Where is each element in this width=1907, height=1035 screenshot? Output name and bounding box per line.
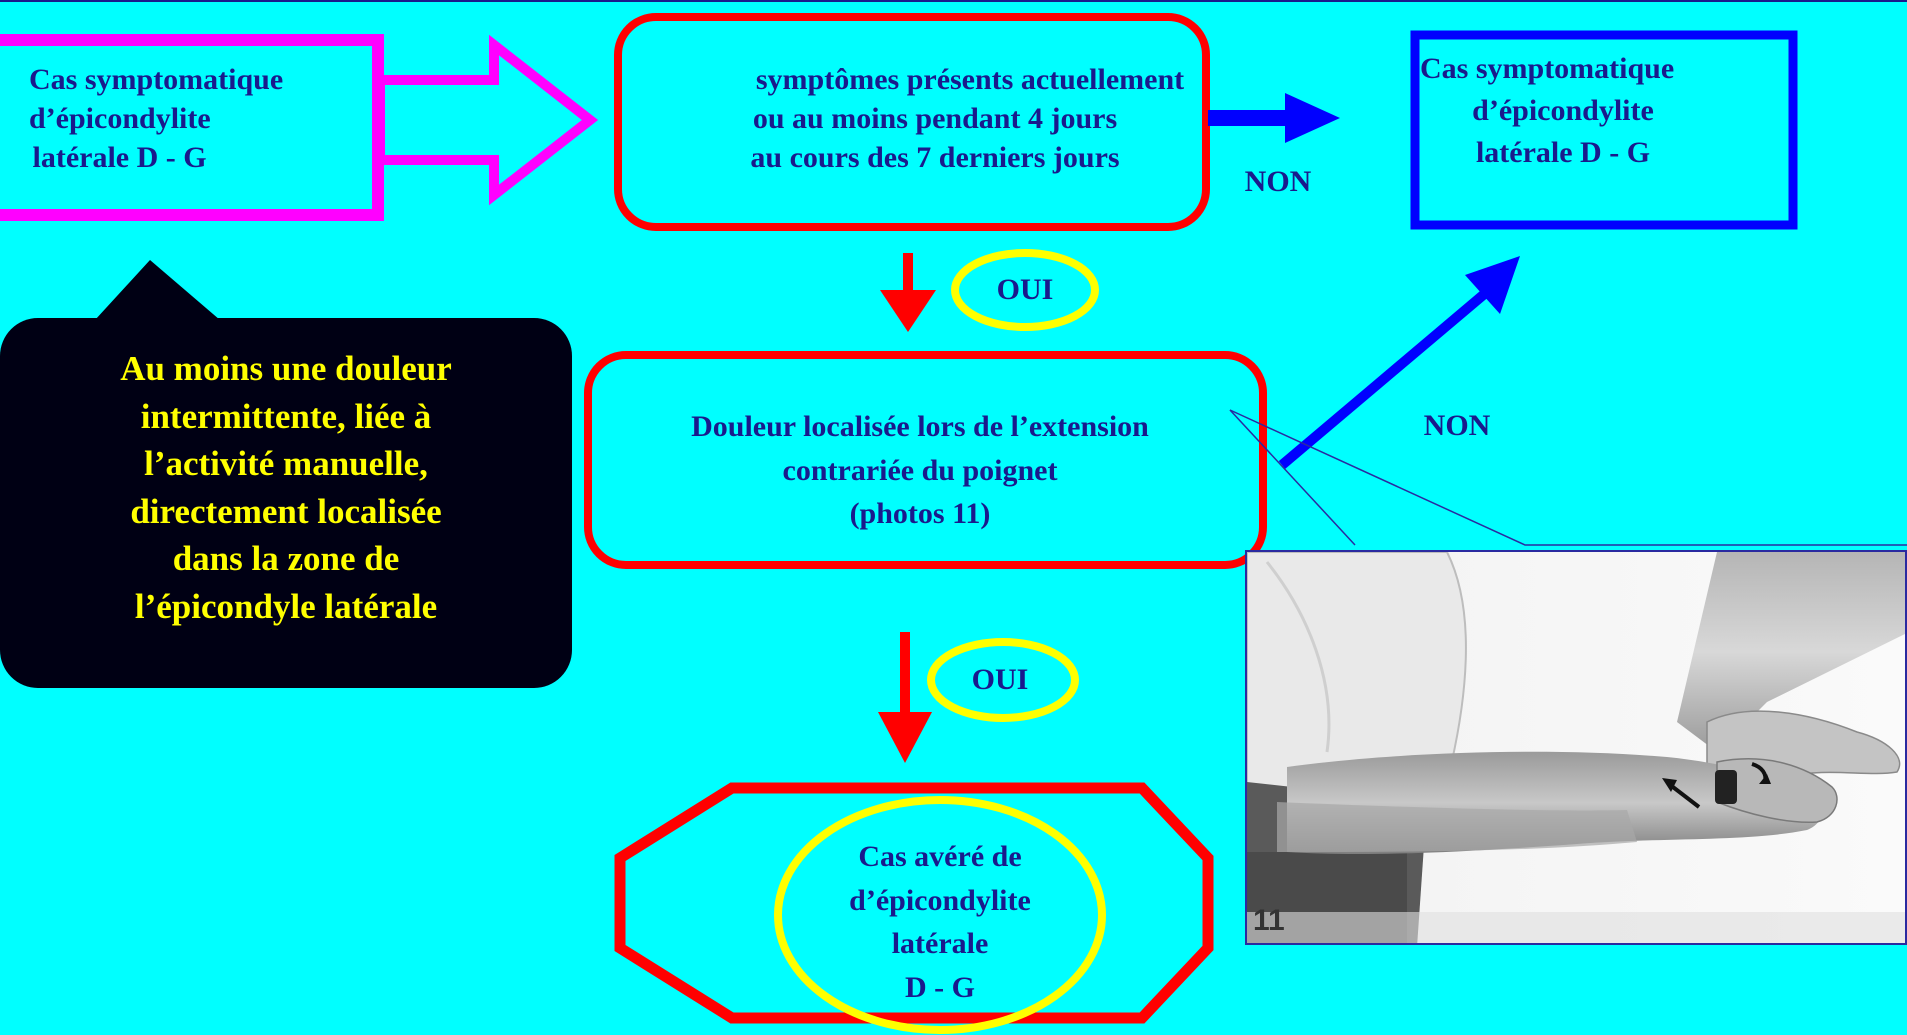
result-line-1: Cas symptomatique (1420, 52, 1675, 85)
callout-line-5: dans la zone de (172, 539, 400, 579)
q1-line-1: symptômes présents actuellement (755, 63, 1185, 96)
blue-arrow-diagonal-head (1465, 256, 1520, 314)
start-line-3: latérale D - G (25, 141, 207, 174)
label-oui-2: OUI (971, 663, 1029, 696)
callout-box (0, 318, 572, 688)
blue-arrow-right-shaft (1208, 110, 1288, 126)
final-ellipse (774, 796, 1106, 1034)
final-line-4: D - G (905, 970, 975, 1004)
q2-line-3: (photos 11) (849, 497, 991, 530)
hollow-arrow (375, 34, 599, 206)
q1-line-2: ou au moins pendant 4 jours (752, 102, 1118, 135)
blue-arrow-right-head (1285, 93, 1340, 143)
final-octagon (614, 782, 1214, 1024)
photo-callout-line-2 (1229, 409, 1907, 546)
callout-text: Au moins une douleur intermittente, liée… (20, 345, 552, 631)
label-oui-1: OUI (996, 273, 1054, 306)
callout-pointer (95, 260, 220, 320)
final-line-3: latérale (891, 927, 989, 960)
photo-illustration (1247, 552, 1905, 943)
callout-line-1: Au moins une douleur (120, 349, 452, 388)
label-non-2: NON (1423, 409, 1491, 442)
question-box-1 (614, 13, 1210, 231)
oui-ellipse-1 (951, 249, 1099, 331)
photo-number: 11 (1253, 904, 1285, 937)
q2-line-1: Douleur localisée lors de l’extension (691, 410, 1149, 443)
final-line-2: d’épicondylite (849, 883, 1031, 917)
question-box-2 (584, 351, 1267, 569)
start-box-text: Cas symptomatique d’épicondylite latéral… (25, 60, 345, 177)
red-arrow-down-1-shaft (903, 253, 913, 295)
label-non-1: NON (1244, 165, 1312, 198)
result-box-no (1410, 30, 1798, 230)
q2-line-2: contrariée du poignet (782, 453, 1058, 487)
final-text: Cas avéré de d’épicondylite latérale D -… (790, 835, 1090, 1009)
red-arrow-down-2-head (878, 712, 932, 763)
blue-arrow-diagonal-shaft (1278, 281, 1499, 469)
callout-line-6: l’épicondyle latérale (134, 586, 438, 626)
start-line-2: d’épicondylite (29, 102, 211, 135)
result-line-2: d’épicondylite (1472, 94, 1654, 127)
red-arrow-down-2-shaft (900, 632, 910, 717)
callout-line-2: intermittente, liée à (140, 396, 432, 436)
result-line-3: latérale D - G (1475, 136, 1651, 169)
oui-ellipse-2 (927, 638, 1079, 722)
callout-line-3: l’activité manuelle, (144, 444, 428, 484)
photo-callout-line-1 (1229, 409, 1356, 546)
start-line-1: Cas symptomatique (29, 63, 284, 96)
top-border (0, 0, 1907, 2)
final-line-1: Cas avéré de (858, 840, 1022, 873)
photo-11: 11 (1245, 550, 1907, 945)
q1-line-3: au cours des 7 derniers jours (750, 141, 1120, 174)
callout-line-4: directement localisée (130, 491, 442, 531)
question-1-text: symptômes présents actuellement ou au mo… (640, 60, 1230, 177)
red-arrow-down-1-head (880, 290, 936, 332)
question-2-text: Douleur localisée lors de l’extension co… (620, 405, 1220, 536)
result-no-text: Cas symptomatique d’épicondylite latéral… (1418, 48, 1748, 174)
